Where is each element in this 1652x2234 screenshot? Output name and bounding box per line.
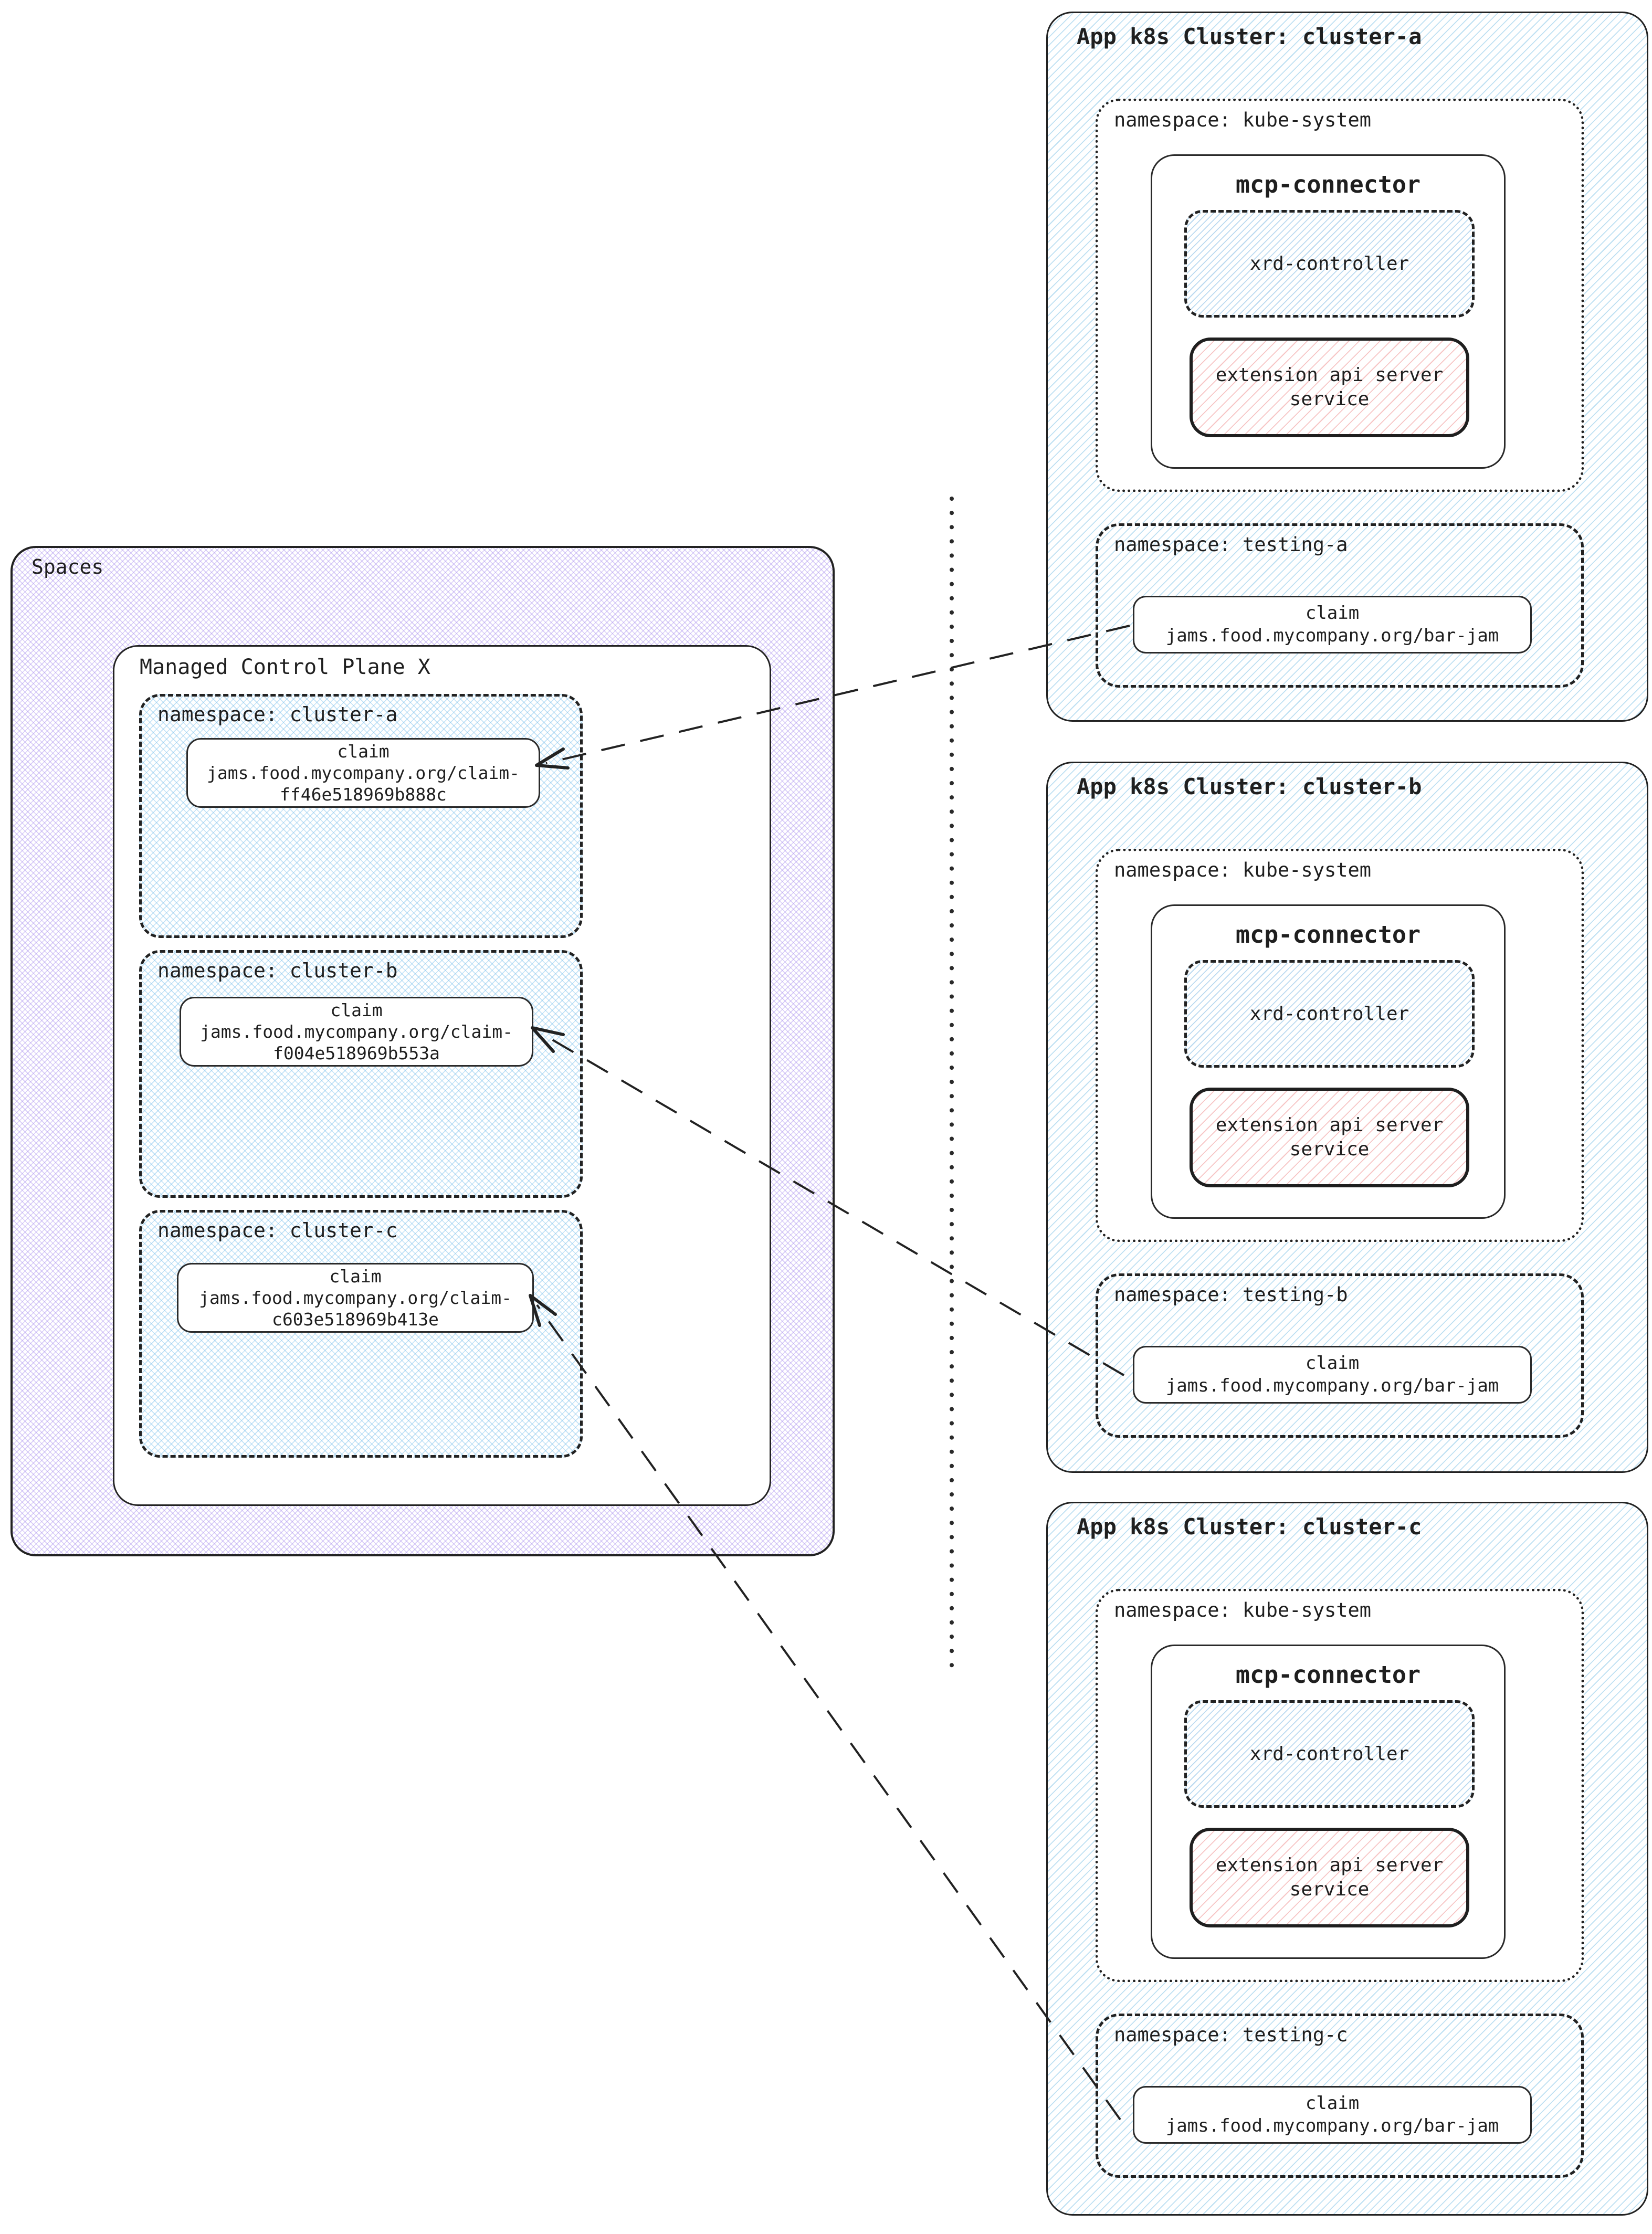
namespace-cluster-c-box: namespace: cluster-c claim jams.food.myc… bbox=[139, 1210, 583, 1458]
cluster-c-kube-system-box: namespace: kube-system mcp-connector xrd… bbox=[1096, 1589, 1584, 1982]
extension-api-server-label2: service bbox=[1289, 1139, 1370, 1160]
managed-control-plane-box: Managed Control Plane X namespace: clust… bbox=[113, 645, 771, 1506]
claim-title: claim bbox=[1305, 603, 1360, 624]
extension-api-server-box: extension api server service bbox=[1190, 1828, 1469, 1927]
claim-title: claim bbox=[1305, 1353, 1360, 1374]
xrd-controller-box: xrd-controller bbox=[1184, 1700, 1475, 1808]
cluster-a-testing-box: namespace: testing-a claim jams.food.myc… bbox=[1096, 523, 1584, 688]
cluster-a-box: App k8s Cluster: cluster-a namespace: ku… bbox=[1046, 12, 1648, 722]
claim-title: claim bbox=[1305, 2093, 1360, 2114]
claim-cluster-c-box: claim jams.food.mycompany.org/claim- c60… bbox=[177, 1263, 534, 1333]
claim-resource-line: jams.food.mycompany.org/bar-jam bbox=[1165, 625, 1499, 646]
testing-a-label: namespace: testing-a bbox=[1114, 533, 1348, 556]
claim-resource-line: jams.food.mycompany.org/claim- bbox=[198, 1288, 512, 1308]
mcp-connector-title: mcp-connector bbox=[1235, 1661, 1421, 1689]
cluster-b-title: App k8s Cluster: cluster-b bbox=[1077, 774, 1422, 799]
xrd-controller-label: xrd-controller bbox=[1249, 253, 1409, 275]
cluster-b-kube-system-box: namespace: kube-system mcp-connector xrd… bbox=[1096, 849, 1584, 1242]
xrd-controller-label: xrd-controller bbox=[1249, 1003, 1409, 1025]
xrd-controller-box: xrd-controller bbox=[1184, 210, 1475, 318]
claim-resource-id: ff46e518969b888c bbox=[280, 784, 447, 805]
testing-c-label: namespace: testing-c bbox=[1114, 2024, 1348, 2046]
extension-api-server-label2: service bbox=[1289, 1879, 1370, 1900]
mcp-connector-box: mcp-connector xrd-controller extension a… bbox=[1151, 904, 1506, 1219]
claim-resource-line: jams.food.mycompany.org/claim- bbox=[199, 1021, 513, 1042]
namespace-cluster-c-label: namespace: cluster-c bbox=[157, 1219, 398, 1242]
extension-api-server-label2: service bbox=[1289, 388, 1370, 410]
extension-api-server-box: extension api server service bbox=[1190, 1088, 1469, 1187]
namespace-cluster-b-box: namespace: cluster-b claim jams.food.myc… bbox=[139, 950, 583, 1198]
claim-title: claim bbox=[337, 741, 390, 762]
managed-control-plane-label: Managed Control Plane X bbox=[140, 655, 430, 679]
claim-resource-line: jams.food.mycompany.org/bar-jam bbox=[1165, 1375, 1499, 1396]
cluster-b-box: App k8s Cluster: cluster-b namespace: ku… bbox=[1046, 762, 1648, 1473]
claim-resource-line: jams.food.mycompany.org/claim- bbox=[206, 763, 520, 783]
testing-b-label: namespace: testing-b bbox=[1114, 1283, 1348, 1306]
spaces-label: Spaces bbox=[31, 555, 104, 578]
mcp-connector-box: mcp-connector xrd-controller extension a… bbox=[1151, 154, 1506, 469]
cluster-b-testing-box: namespace: testing-b claim jams.food.myc… bbox=[1096, 1273, 1584, 1438]
kube-system-label: namespace: kube-system bbox=[1114, 859, 1372, 881]
mcp-connector-title: mcp-connector bbox=[1235, 171, 1421, 198]
extension-api-server-box: extension api server service bbox=[1190, 338, 1469, 437]
xrd-controller-label: xrd-controller bbox=[1249, 1743, 1409, 1765]
claim-title: claim bbox=[329, 1266, 382, 1287]
extension-api-server-label: extension api server bbox=[1215, 1114, 1444, 1136]
xrd-controller-box: xrd-controller bbox=[1184, 960, 1475, 1068]
namespace-cluster-a-label: namespace: cluster-a bbox=[157, 703, 398, 726]
cluster-c-testing-box: namespace: testing-c claim jams.food.myc… bbox=[1096, 2014, 1584, 2178]
claim-cluster-a-box: claim jams.food.mycompany.org/claim- ff4… bbox=[186, 738, 540, 808]
cluster-c-title: App k8s Cluster: cluster-c bbox=[1077, 1514, 1422, 1540]
mcp-connector-box: mcp-connector xrd-controller extension a… bbox=[1151, 1645, 1506, 1959]
extension-api-server-label: extension api server bbox=[1215, 1854, 1444, 1876]
claim-resource-id: f004e518969b553a bbox=[273, 1043, 440, 1063]
cluster-a-kube-system-box: namespace: kube-system mcp-connector xrd… bbox=[1096, 99, 1584, 492]
claim-resource-line: jams.food.mycompany.org/bar-jam bbox=[1165, 2115, 1499, 2136]
kube-system-label: namespace: kube-system bbox=[1114, 109, 1372, 131]
testing-a-claim-box: claim jams.food.mycompany.org/bar-jam bbox=[1133, 596, 1532, 654]
spaces-box: Spaces Managed Control Plane X namespace… bbox=[10, 546, 835, 1556]
cluster-c-box: App k8s Cluster: cluster-c namespace: ku… bbox=[1046, 1502, 1648, 2216]
claim-cluster-b-box: claim jams.food.mycompany.org/claim- f00… bbox=[180, 997, 533, 1067]
namespace-cluster-b-label: namespace: cluster-b bbox=[157, 959, 398, 982]
namespace-cluster-a-box: namespace: cluster-a claim jams.food.myc… bbox=[139, 694, 583, 938]
claim-title: claim bbox=[330, 1000, 383, 1020]
mcp-connector-title: mcp-connector bbox=[1235, 921, 1421, 949]
testing-b-claim-box: claim jams.food.mycompany.org/bar-jam bbox=[1133, 1346, 1532, 1404]
extension-api-server-label: extension api server bbox=[1215, 364, 1444, 386]
cluster-a-title: App k8s Cluster: cluster-a bbox=[1077, 24, 1422, 49]
kube-system-label: namespace: kube-system bbox=[1114, 1599, 1372, 1621]
claim-resource-id: c603e518969b413e bbox=[272, 1309, 439, 1330]
testing-c-claim-box: claim jams.food.mycompany.org/bar-jam bbox=[1133, 2086, 1532, 2144]
